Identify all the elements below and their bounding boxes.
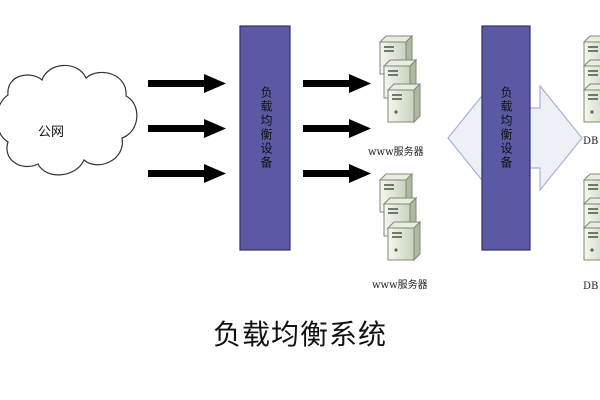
arrows-to-www	[303, 74, 371, 183]
arrow-1	[148, 74, 226, 93]
load-balancer-2	[481, 25, 531, 251]
diagram-caption: 负载均衡系统	[212, 318, 387, 351]
db-server-bottom-label: DB	[583, 281, 599, 292]
db-server-stack-top	[583, 35, 600, 123]
load-balancer-2-label: 负载均衡设备	[499, 86, 513, 170]
arrows-to-lb1	[148, 74, 226, 183]
arrow-4	[303, 74, 371, 93]
cloud-label: 公网	[38, 125, 65, 140]
arrow-2	[148, 119, 226, 138]
arrow-5	[303, 119, 371, 138]
db-server-stack-bottom	[583, 173, 600, 261]
www-server-bottom-label: www服务器	[372, 280, 428, 291]
arrow-3	[148, 164, 226, 183]
load-balancer-1-label: 负载均衡设备	[259, 86, 273, 170]
www-server-stack-top	[379, 35, 421, 123]
internet-cloud	[0, 64, 138, 176]
db-server-top-label: DB	[583, 136, 599, 147]
arrow-6	[303, 164, 371, 183]
load-balancer-1	[239, 25, 291, 251]
www-server-stack-bottom	[379, 173, 421, 261]
www-server-top-label: www服务器	[368, 147, 424, 158]
